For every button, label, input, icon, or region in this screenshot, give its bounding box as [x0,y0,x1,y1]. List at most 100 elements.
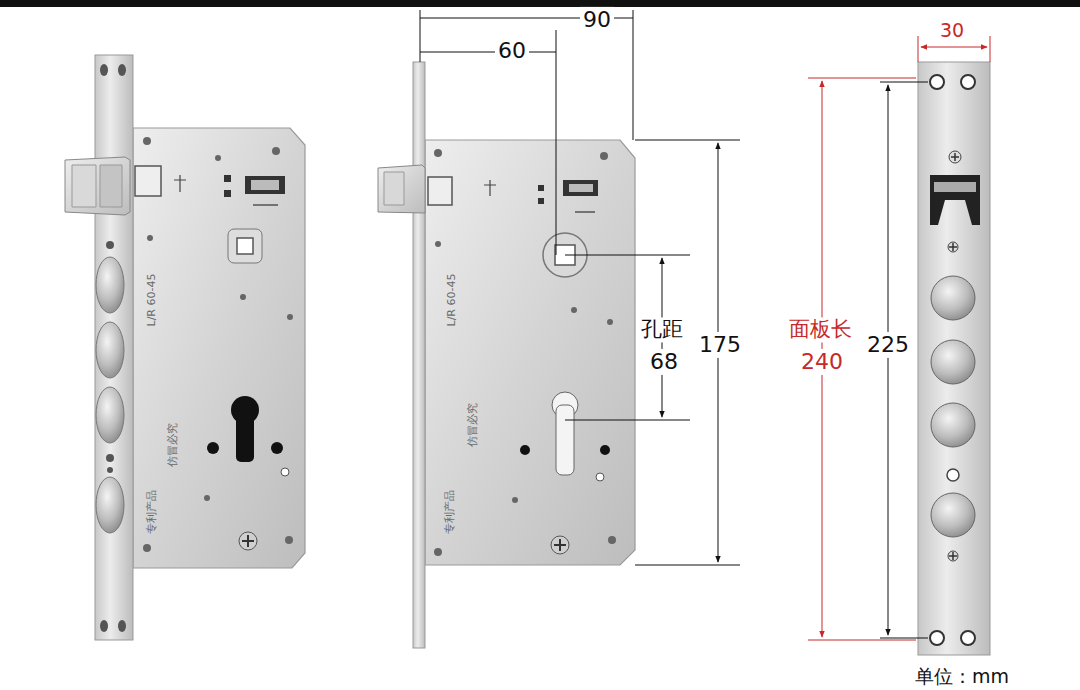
left-lock [133,128,305,568]
dimension-name: 面板长 [786,317,855,342]
left-lock [272,147,280,155]
middle-lock [596,473,604,481]
left-lock [224,190,231,197]
faceplate-dimensions [880,638,928,639]
dimension-value: 90 [580,7,614,33]
faceplate-dimensions [921,47,987,48]
faceplate-front [930,631,944,645]
left-lock [72,165,96,207]
middle-lock [551,536,569,554]
middle-lock [428,177,452,205]
left-lock [106,241,114,249]
left-lock [271,442,283,454]
faceplate-front [918,62,990,655]
middle-lock [378,62,635,648]
left-lock [100,165,122,207]
engraved-text: 专利产品 [444,490,456,534]
left-lock [106,454,114,462]
dimension-value: 175 [696,332,744,358]
faceplate-front [930,175,980,225]
middle-lock [378,165,425,213]
dimension-value: 68 [647,349,681,375]
middle-lock [520,445,530,455]
left-lock [281,468,289,476]
left-lock [118,64,126,76]
middle-lock [512,497,518,503]
faceplate-front [949,552,957,560]
faceplate-dimensions [888,85,889,635]
left-lock [96,387,124,443]
left-lock [147,235,153,241]
engraved-text: L/R 60-45 [146,274,158,327]
left-lock [253,204,278,205]
middle-lock [435,241,441,247]
left-lock [285,536,293,544]
left-lock [65,157,130,215]
left-lock [204,495,210,501]
middle-lock [600,152,608,160]
faceplate-front [930,75,944,89]
left-lock [215,155,221,161]
faceplate-front [961,75,975,89]
left-lock [96,257,124,313]
middle-lock [608,536,616,544]
left-lock [245,176,285,194]
faceplate-front [949,243,957,251]
faceplate-front [918,62,990,655]
left-lock [107,467,113,473]
left-lock [251,180,279,190]
faceplate-front [931,403,975,447]
middle-lock [575,211,595,212]
middle-lock [556,405,574,475]
faceplate-front [931,493,975,537]
middle-lock [484,180,496,196]
left-lock [224,175,231,182]
faceplate-front [948,551,958,561]
middle-lock [569,184,593,192]
left-lock [174,175,186,192]
faceplate-front [948,242,958,252]
faceplate-front [961,631,975,645]
left-lock [65,55,305,640]
dimension-lines [633,10,634,140]
middle-lock [563,180,598,196]
faceplate-front [931,340,975,384]
dimension-name: 孔距 [638,317,686,342]
dimension-value: 240 [798,349,846,375]
left-lock [239,532,257,550]
dimension-lines [635,565,740,566]
left-lock [143,544,151,552]
dimension-value: 225 [864,332,912,358]
middle-lock [434,149,442,157]
dimension-value: 30 [937,19,967,42]
left-lock [143,137,151,145]
left-lock [240,294,246,300]
left-lock [100,620,108,632]
middle-lock [413,62,425,648]
engraved-text: 仿冒必究 [167,423,179,467]
unit-note: 单位：mm [915,666,1009,687]
middle-lock [384,172,404,205]
faceplate-front [947,469,959,481]
left-lock [207,442,219,454]
left-lock [118,620,126,632]
engraved-text: L/R 60-45 [446,274,458,327]
engraved-text: 仿冒必究 [467,403,479,447]
dimension-lines [420,52,556,53]
faceplate-dimensions [918,36,919,62]
middle-lock [571,307,577,313]
dimension-lines [635,140,740,141]
middle-lock [600,445,610,455]
left-lock [135,166,161,196]
left-lock [95,55,133,640]
dimension-value: 60 [495,38,529,64]
left-lock [96,477,124,533]
faceplate-front [949,151,961,163]
faceplate-front [951,153,959,161]
dimension-lines [556,30,557,255]
faceplate-dimensions [990,36,991,62]
dimension-lines [420,10,740,565]
middle-lock [554,539,566,551]
faceplate-front [931,276,975,320]
